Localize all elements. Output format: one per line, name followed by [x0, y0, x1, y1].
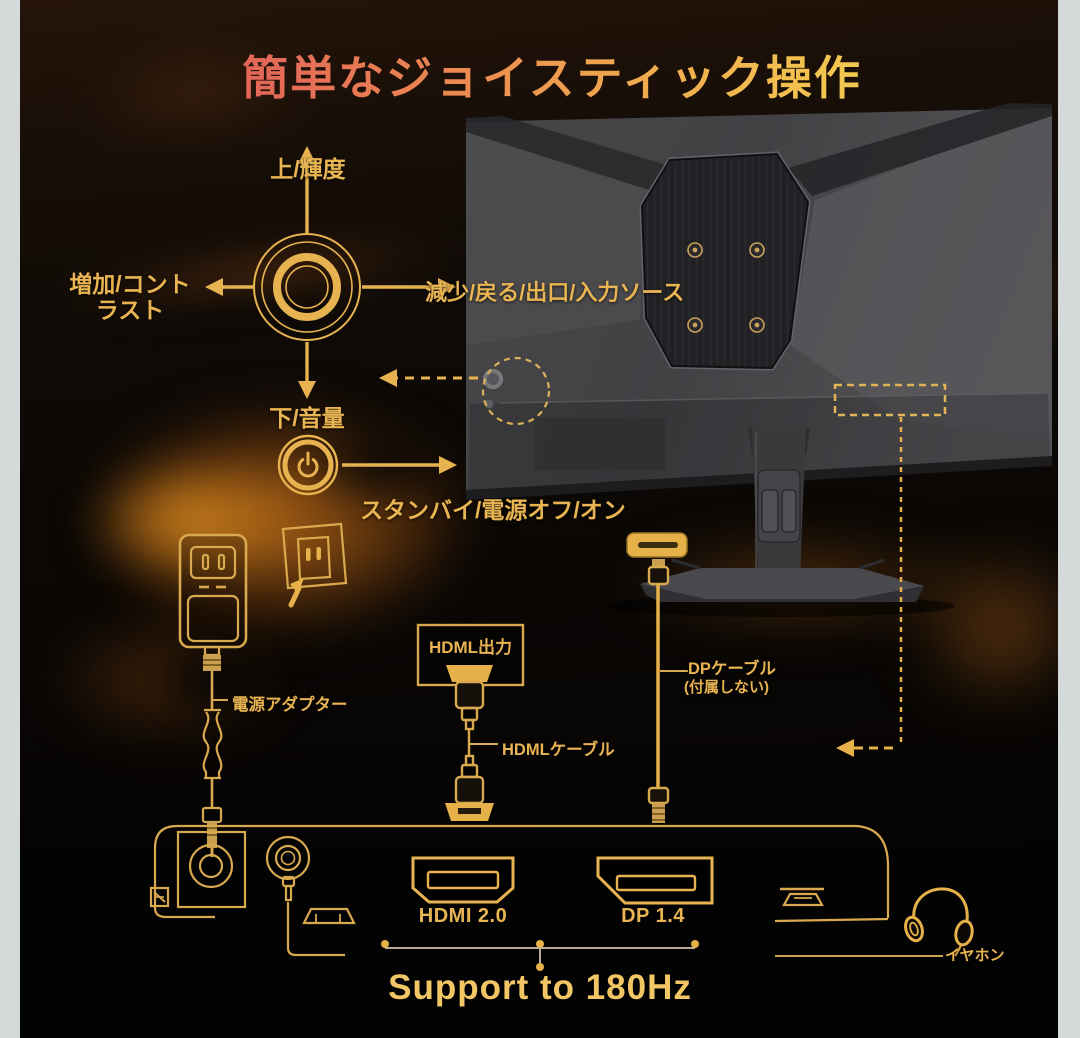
right-arrow-icon	[362, 278, 456, 296]
label-joystick-left-line2: ラスト	[95, 297, 165, 324]
support-leader	[381, 940, 699, 971]
wall-outlet-illustration	[281, 522, 348, 608]
label-joystick-up: 上/輝度	[270, 156, 346, 182]
cable-coil	[202, 708, 223, 780]
outlet-arrow-icon	[288, 578, 304, 608]
label-power-adapter: 電源アダプター	[232, 696, 348, 714]
screw-icon	[687, 242, 703, 258]
label-joystick-down: 下/音量	[269, 405, 345, 431]
screw-icon	[749, 317, 765, 333]
right-margin-strip	[1057, 0, 1080, 1038]
label-joystick-left: 増加/コント ラスト	[60, 271, 200, 324]
label-hdmi-source: HDML出力	[428, 638, 513, 657]
label-joystick-left-line1: 増加/コント	[69, 271, 191, 297]
label-power-function: スタンバイ/電源オフ/オン	[360, 497, 626, 523]
power-adapter-illustration	[178, 533, 248, 857]
joystick-highlight-circle	[481, 356, 551, 426]
left-arrow-icon	[205, 278, 253, 296]
io-panel-illustration	[149, 824, 974, 957]
knob-dashed-arrow	[379, 369, 478, 387]
power-button-diagram	[277, 434, 457, 496]
monitor-stand	[748, 425, 810, 578]
label-earphone: イヤホン	[945, 947, 1005, 964]
label-dp-port: DP 1.4	[621, 905, 685, 927]
screw-icon	[749, 242, 765, 258]
dc-jack	[176, 830, 247, 909]
label-hdmi-cable: HDMLケーブル	[502, 741, 615, 759]
screw-icon	[687, 317, 703, 333]
dp-port-icon	[596, 856, 714, 905]
label-dp-cable-line2: (付属しない)	[684, 678, 769, 696]
label-dp-cable: DPケーブル (付属しない)	[684, 660, 776, 696]
hdmi-port-icon	[411, 856, 515, 904]
kensington-lock-icon	[149, 886, 170, 908]
vesa-screws	[687, 242, 765, 333]
dp-cable-illustration	[626, 417, 903, 823]
label-dp-cable-line1: DPケーブル	[688, 660, 776, 678]
cable-clip-right	[780, 887, 824, 907]
power-arrow-icon	[342, 456, 457, 474]
monitor-base	[605, 558, 955, 617]
label-joystick-right: 減少/戻る/出口/入力ソース	[425, 280, 685, 305]
cable-clip-left	[302, 907, 356, 925]
headphones-icon	[904, 887, 974, 957]
up-arrow-icon	[298, 146, 316, 233]
panel-recess	[534, 417, 666, 471]
page-title: 簡単なジョイスティック操作	[222, 42, 882, 108]
down-arrow-icon	[298, 342, 316, 399]
dp-dashed-route	[836, 417, 903, 757]
left-margin-strip	[0, 0, 21, 1038]
monitor-back	[466, 103, 1052, 617]
product-photo: 簡単なジョイスティック操作 上/輝度 増加/コント ラスト 減少/戻る/出口/入…	[20, 0, 1058, 1038]
hdmi-source-illustration	[416, 623, 525, 821]
support-text: Support to 180Hz	[388, 968, 692, 1007]
audio-jack	[265, 835, 345, 957]
power-icon	[297, 451, 319, 478]
line-art	[149, 103, 1052, 971]
port-area-dashed-box	[833, 383, 947, 417]
vesa-plate	[639, 151, 811, 371]
joystick-diagram	[205, 146, 456, 399]
label-hdmi-port: HDMI 2.0	[418, 905, 508, 927]
